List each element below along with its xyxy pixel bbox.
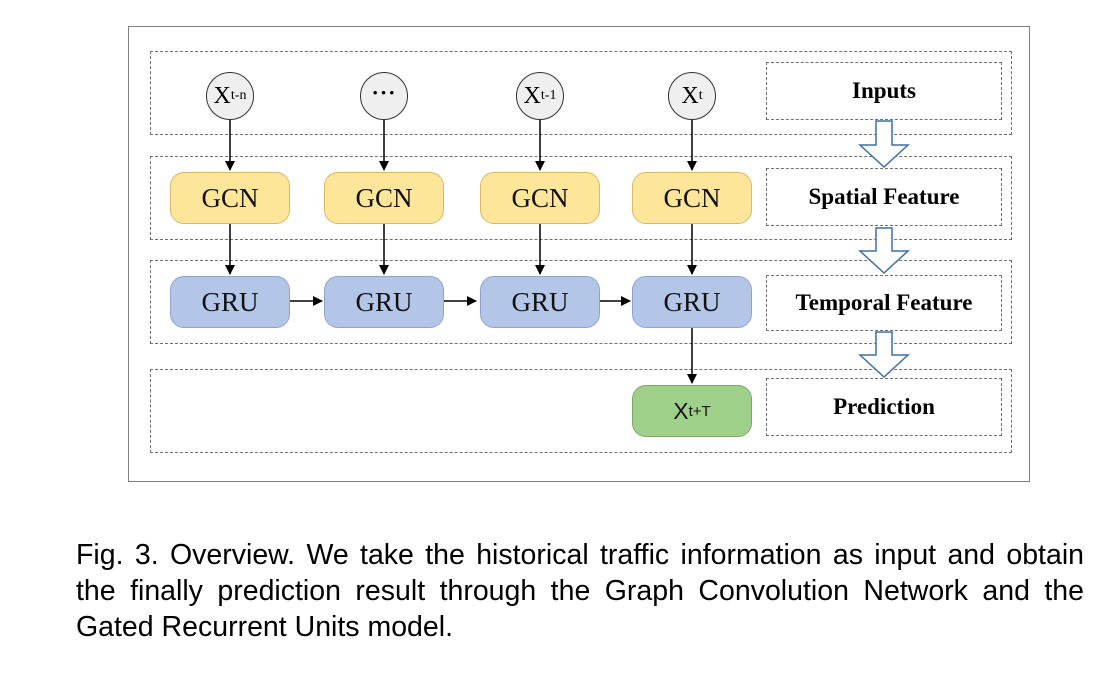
gru-block-4: GRU — [632, 276, 752, 328]
gcn-block-4: GCN — [632, 172, 752, 224]
stage-label-prediction-text: Prediction — [833, 394, 935, 419]
stage-label-temporal: Temporal Feature — [766, 275, 1002, 331]
gcn-block-1: GCN — [170, 172, 290, 224]
input-node-ellipsis: ··· — [360, 72, 408, 120]
input-node-t-sub: t — [698, 88, 703, 103]
input-node-t-n-sub: t-n — [230, 88, 247, 103]
figure-caption: Fig. 3. Overview. We take the historical… — [76, 539, 1084, 643]
input-node-t-base: X — [681, 82, 699, 109]
gcn-block-2-label: GCN — [355, 182, 413, 213]
temporal-band — [150, 260, 1012, 344]
gru-block-1: GRU — [170, 276, 290, 328]
gru-block-3: GRU — [480, 276, 600, 328]
gcn-block-3: GCN — [480, 172, 600, 224]
stage-label-prediction: Prediction — [766, 378, 1002, 436]
prediction-band — [150, 369, 1012, 453]
stage-label-spatial: Spatial Feature — [766, 168, 1002, 226]
input-node-ellipsis-dots: ··· — [371, 80, 397, 105]
gru-block-3-label: GRU — [511, 286, 569, 317]
gru-block-1-label: GRU — [201, 286, 259, 317]
gcn-block-1-label: GCN — [201, 182, 259, 213]
stage-arrow-inputs-spatial — [858, 120, 910, 169]
gru-block-2-label: GRU — [355, 286, 413, 317]
stage-arrow-spatial-temporal — [858, 227, 910, 275]
stage-arrow-temporal-prediction — [858, 331, 910, 379]
gcn-block-4-label: GCN — [663, 182, 721, 213]
gru-block-4-label: GRU — [663, 286, 721, 317]
diagram-frame — [128, 26, 1030, 482]
stage-label-temporal-text: Temporal Feature — [795, 290, 973, 315]
input-node-t-n-base: X — [213, 82, 231, 109]
prediction-output-base: X — [673, 397, 689, 424]
gcn-block-2: GCN — [324, 172, 444, 224]
gcn-block-3-label: GCN — [511, 182, 569, 213]
prediction-output-sub: t+T — [688, 402, 711, 420]
spatial-band — [150, 156, 1012, 240]
stage-label-spatial-text: Spatial Feature — [808, 184, 960, 209]
input-node-t-1-sub: t-1 — [540, 88, 557, 103]
stage-label-inputs: Inputs — [766, 62, 1002, 120]
gru-block-2: GRU — [324, 276, 444, 328]
input-node-t-1-base: X — [523, 82, 541, 109]
inputs-band — [150, 51, 1012, 135]
stage-label-inputs-text: Inputs — [852, 78, 916, 103]
